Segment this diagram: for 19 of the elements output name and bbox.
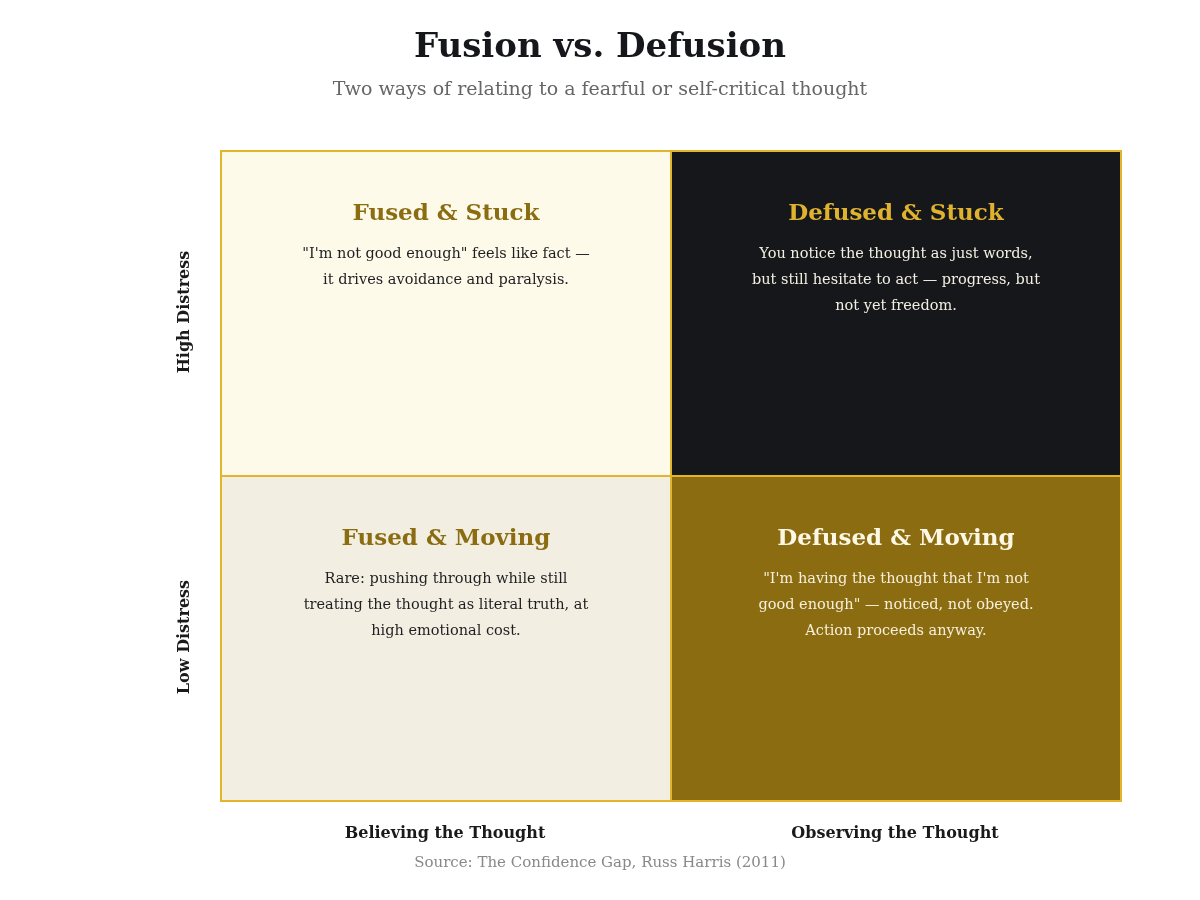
axis-label: High Distress [173,250,194,374]
quadrant-heading: Fused & Moving [341,522,551,552]
subtitle: Two ways of relating to a fearful or self-critical thought [332,76,868,101]
axis-label: Believing the Thought [344,822,546,844]
quadrant-heading: Fused & Stuck [352,197,540,227]
axis-label: Low Distress [173,579,194,695]
axis-label: Observing the Thought [791,822,999,844]
source-note: Source: The Confidence Gap, Russ Harris (2011) [414,852,786,873]
quadrant-description: "I'm having the thought that I'm not good enough" — noticed, not obeyed. Action proceeds anyway. [757,569,1035,640]
quadrant-cell [222,152,670,475]
quadrant-heading: Defused & Moving [777,522,1015,552]
quadrant-cell [672,152,1120,475]
quadrant-description: "I'm not good enough" feels like fact — it drives avoidance and paralysis. [301,244,591,289]
title: Fusion vs. Defusion [413,24,786,67]
quadrant-cell [222,477,670,800]
quadrant-heading: Defused & Stuck [788,197,1004,227]
quadrant-description: Rare: pushing through while still treating the thought as literal truth, at high emotional cost. [302,569,590,640]
quadrant-description: You notice the thought as just words, but still hesitate to act — progress, but not yet freedom. [750,244,1042,315]
quadrant-cell [672,477,1120,800]
